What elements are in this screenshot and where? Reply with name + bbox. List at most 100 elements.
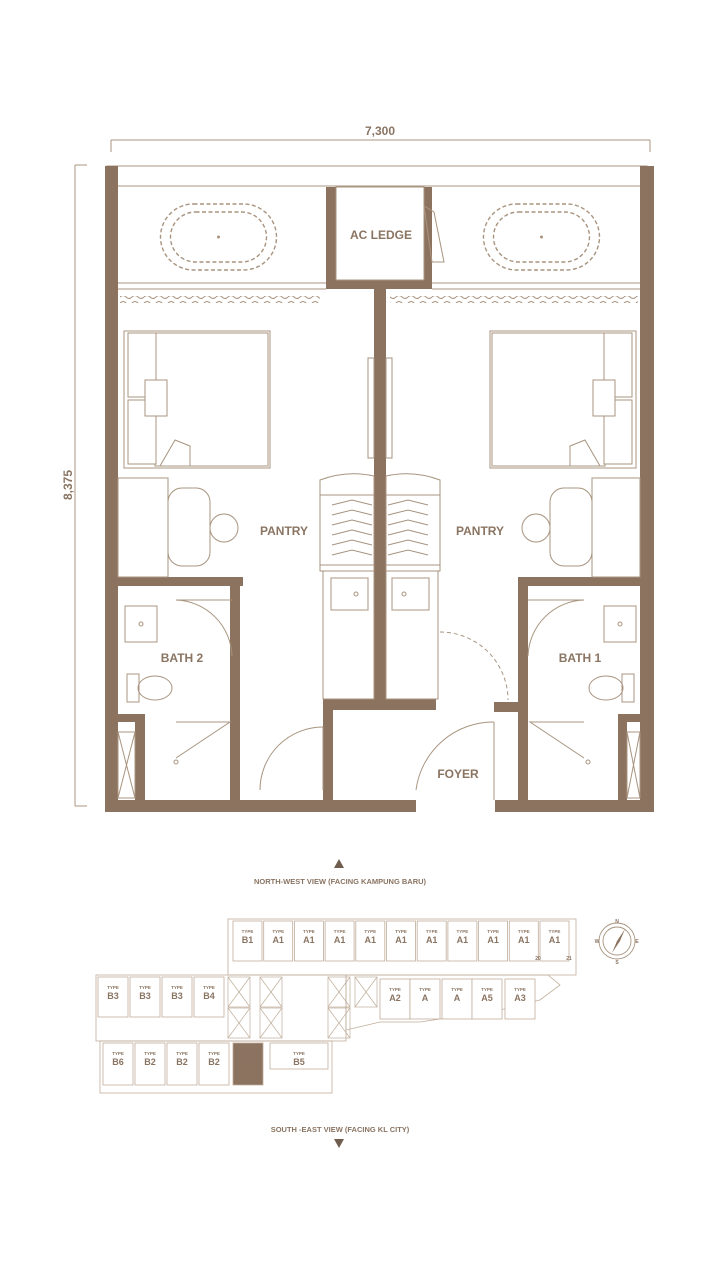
svg-text:B3: B3 — [171, 991, 183, 1001]
core-left-2 — [227, 1007, 251, 1039]
svg-text:B2: B2 — [208, 1057, 220, 1067]
core-center-5 — [354, 976, 378, 1008]
ac-ledge-label: AC LEDGE — [350, 228, 412, 242]
svg-text:A1: A1 — [426, 935, 438, 945]
svg-text:A1: A1 — [395, 935, 407, 945]
key-plan: NORTH-WEST VIEW (FACING KAMPUNG BARU) TY… — [95, 859, 639, 1148]
svg-text:21: 21 — [566, 956, 572, 962]
svg-text:TYPE: TYPE — [457, 929, 469, 934]
svg-text:A5: A5 — [481, 993, 493, 1003]
svg-text:A1: A1 — [457, 935, 469, 945]
svg-text:TYPE: TYPE — [176, 1051, 188, 1056]
north-view-label: NORTH-WEST VIEW (FACING KAMPUNG BARU) — [254, 877, 427, 886]
svg-text:TYPE: TYPE — [171, 985, 183, 990]
svg-text:TYPE: TYPE — [242, 1051, 254, 1056]
height-dimension: 8,375 — [61, 164, 87, 807]
desk-left — [117, 477, 239, 578]
compass-icon — [598, 922, 636, 960]
svg-text:TYPE: TYPE — [487, 929, 499, 934]
bath-2-fixtures — [117, 599, 233, 799]
pantry-left-label: PANTRY — [260, 524, 308, 538]
svg-text:B2: B2 — [144, 1057, 156, 1067]
svg-text:B: B — [245, 1057, 252, 1067]
svg-text:E: E — [635, 939, 639, 945]
svg-text:TYPE: TYPE — [514, 987, 526, 992]
svg-text:A1: A1 — [549, 935, 561, 945]
svg-text:B2: B2 — [176, 1057, 188, 1067]
svg-text:TYPE: TYPE — [242, 929, 254, 934]
svg-text:TYPE: TYPE — [451, 987, 463, 992]
svg-text:TYPE: TYPE — [364, 929, 376, 934]
bathtub-left — [159, 203, 278, 271]
svg-text:S: S — [615, 960, 619, 966]
svg-text:TYPE: TYPE — [208, 1051, 220, 1056]
south-view-label: SOUTH -EAST VIEW (FACING KL CITY) — [271, 1125, 410, 1134]
pantry-shelving — [319, 473, 441, 572]
svg-text:TYPE: TYPE — [144, 1051, 156, 1056]
svg-text:A3: A3 — [514, 993, 526, 1003]
svg-text:A: A — [422, 993, 429, 1003]
core-center-3 — [327, 976, 351, 1008]
desk-right — [521, 477, 641, 578]
window-pattern-left — [120, 296, 320, 303]
svg-text:TYPE: TYPE — [549, 929, 561, 934]
kitchen-counters — [322, 570, 439, 700]
svg-text:TYPE: TYPE — [203, 985, 215, 990]
svg-text:TYPE: TYPE — [293, 1051, 305, 1056]
svg-text:TYPE: TYPE — [481, 987, 493, 992]
doors — [259, 631, 509, 800]
svg-text:TYPE: TYPE — [107, 985, 119, 990]
svg-text:A1: A1 — [518, 935, 530, 945]
width-dimension-label: 7,300 — [365, 124, 395, 138]
svg-text:TYPE: TYPE — [334, 929, 346, 934]
north-arrow-icon — [334, 859, 344, 868]
south-arrow-icon — [334, 1139, 344, 1148]
svg-text:A1: A1 — [272, 935, 284, 945]
svg-text:TYPE: TYPE — [395, 929, 407, 934]
svg-text:A: A — [454, 993, 461, 1003]
bath-1-label: BATH 1 — [559, 651, 602, 665]
svg-text:A1: A1 — [487, 935, 499, 945]
svg-text:B3: B3 — [107, 991, 119, 1001]
svg-text:20: 20 — [535, 956, 541, 962]
svg-text:TYPE: TYPE — [389, 987, 401, 992]
width-dimension: 7,300 — [110, 124, 651, 152]
svg-text:W: W — [595, 939, 600, 945]
svg-text:TYPE: TYPE — [272, 929, 284, 934]
ac-ledge-room: AC LEDGE — [335, 186, 445, 281]
walls — [105, 166, 654, 812]
wall-panel — [367, 357, 393, 459]
core-center-1 — [259, 976, 283, 1008]
svg-text:A1: A1 — [303, 935, 315, 945]
bath-2-label: BATH 2 — [161, 651, 204, 665]
svg-text:B4: B4 — [203, 991, 215, 1001]
svg-text:B3: B3 — [139, 991, 151, 1001]
svg-text:TYPE: TYPE — [112, 1051, 124, 1056]
core-center-2 — [259, 1007, 283, 1039]
core-center-4 — [327, 1007, 351, 1039]
svg-text:B5: B5 — [293, 1057, 305, 1067]
svg-text:B6: B6 — [112, 1057, 124, 1067]
svg-text:TYPE: TYPE — [518, 929, 530, 934]
foyer-label: FOYER — [437, 767, 479, 781]
